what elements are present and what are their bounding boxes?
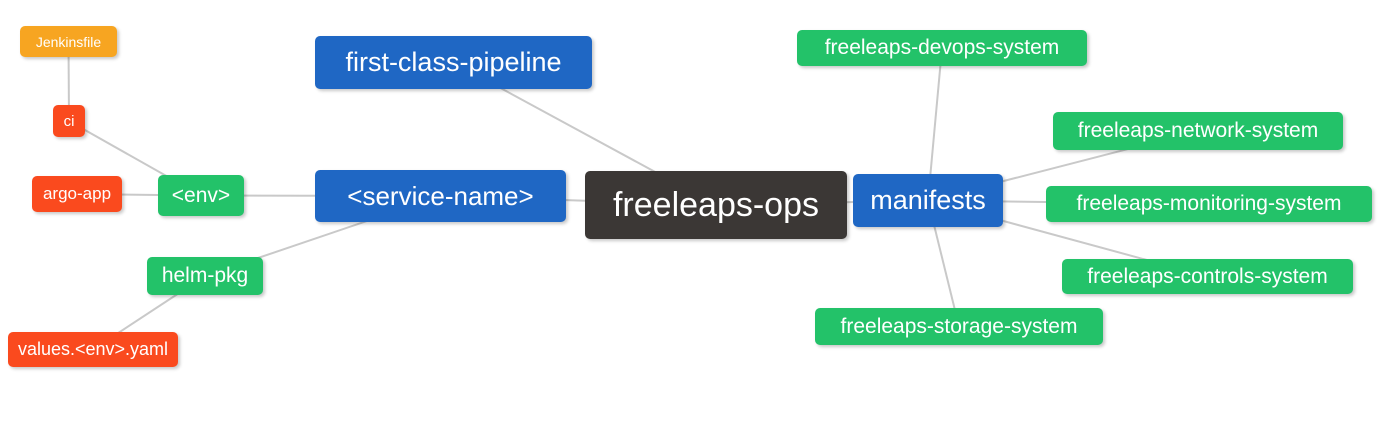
node-values-env-yaml[interactable]: values.<env>.yaml: [8, 332, 178, 367]
node-service-name[interactable]: <service-name>: [315, 170, 566, 222]
node-freeleaps-devops-system[interactable]: freeleaps-devops-system: [797, 30, 1087, 66]
node-helm-pkg[interactable]: helm-pkg: [147, 257, 263, 295]
node-freeleaps-controls-system[interactable]: freeleaps-controls-system: [1062, 259, 1353, 294]
node-jenkinsfile[interactable]: Jenkinsfile: [20, 26, 117, 57]
node-freeleaps-storage-system[interactable]: freeleaps-storage-system: [815, 308, 1103, 345]
node-first-class-pipeline[interactable]: first-class-pipeline: [315, 36, 592, 89]
node-manifests[interactable]: manifests: [853, 174, 1003, 227]
node-argo-app[interactable]: argo-app: [32, 176, 122, 212]
node-freeleaps-monitoring-system[interactable]: freeleaps-monitoring-system: [1046, 186, 1372, 222]
node-ci[interactable]: ci: [53, 105, 85, 137]
node-freeleaps-ops[interactable]: freeleaps-ops: [585, 171, 847, 239]
node-env[interactable]: <env>: [158, 175, 244, 216]
node-freeleaps-network-system[interactable]: freeleaps-network-system: [1053, 112, 1343, 150]
